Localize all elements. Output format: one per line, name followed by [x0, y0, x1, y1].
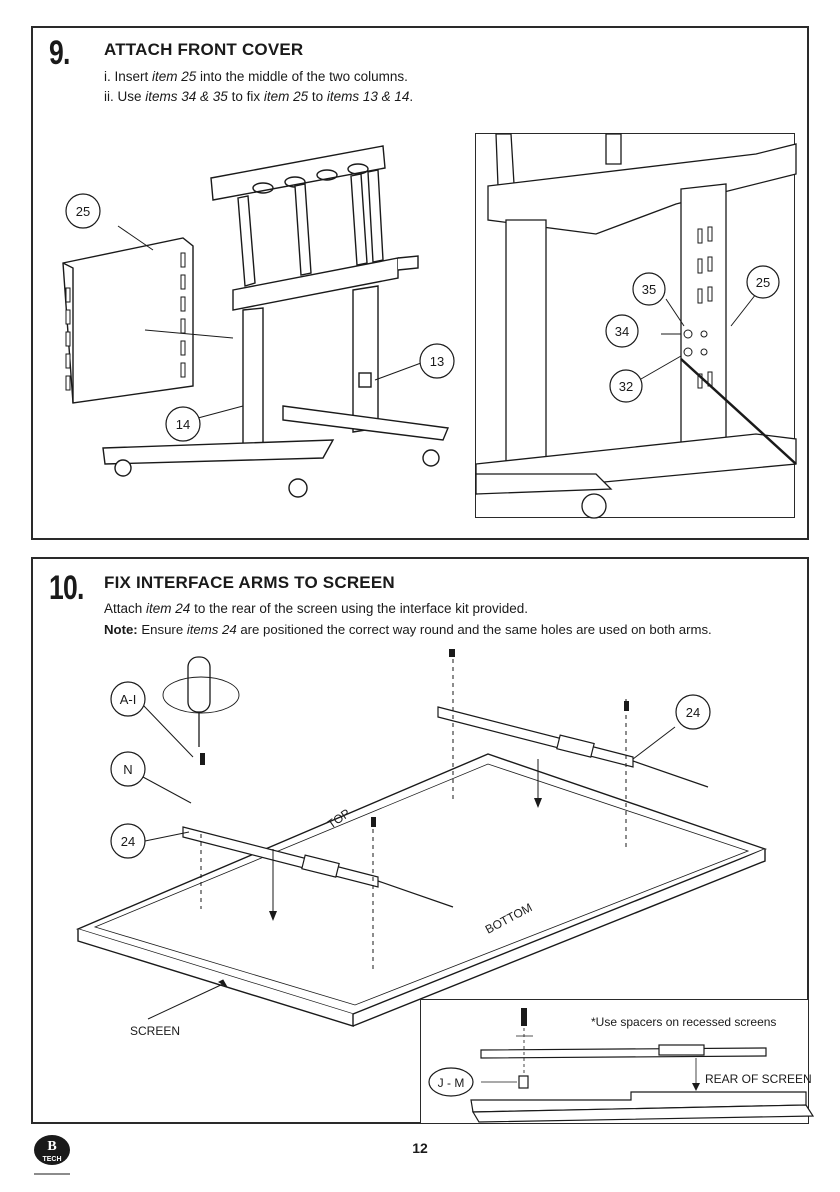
- callout-14: 14: [176, 417, 190, 432]
- spacer-inset: *Use spacers on recessed screens J - M R…: [420, 999, 815, 1124]
- front-cover-panel: [62, 237, 194, 404]
- step-10-panel: 10. FIX INTERFACE ARMS TO SCREEN Attach …: [31, 557, 815, 1124]
- svg-text:B: B: [47, 1139, 56, 1154]
- instruction-line-1: Attach item 24 to the rear of the screen…: [104, 601, 529, 616]
- instruction-line-2: ii. Use items 34 & 35 to fix item 25 to …: [104, 89, 414, 104]
- btech-logo: B TECH: [30, 1130, 74, 1180]
- logo-icon: B TECH: [34, 1135, 70, 1175]
- detail-callout-25: 25: [756, 275, 770, 290]
- interface-arm-right: [437, 706, 709, 788]
- cover-detail: [680, 183, 727, 460]
- screwdriver-icon: [162, 656, 240, 747]
- detail-illustration: 35 34 32 25: [475, 133, 797, 519]
- callout-25: 25: [76, 204, 90, 219]
- cover-slots: [65, 252, 186, 391]
- instruction-line-1: i. Insert item 25 into the middle of the…: [104, 69, 408, 84]
- step-number: 10.: [49, 569, 84, 607]
- callout-24-left: 24: [121, 834, 135, 849]
- column-13: [352, 285, 379, 433]
- callout-a-i: A-I: [120, 692, 137, 707]
- step-number: 9.: [49, 34, 70, 72]
- spacers-note: *Use spacers on recessed screens: [591, 1015, 776, 1029]
- detail-inset: 35 34 32 25: [475, 133, 797, 519]
- stand-illustration: 25 14 13: [62, 145, 455, 498]
- step-9-panel: 9. ATTACH FRONT COVER i. Insert item 25 …: [31, 26, 809, 540]
- svg-text:TECH: TECH: [42, 1156, 61, 1163]
- detail-callout-35: 35: [642, 282, 656, 297]
- detail-callout-32: 32: [619, 379, 633, 394]
- callout-13: 13: [430, 354, 444, 369]
- callout-j-m: J - M: [438, 1076, 465, 1090]
- note-line: Note: Ensure items 24 are positioned the…: [104, 622, 712, 637]
- step-title: FIX INTERFACE ARMS TO SCREEN: [104, 573, 395, 592]
- mounting-plate: [210, 145, 386, 201]
- detail-callout-34: 34: [615, 324, 629, 339]
- screen-illustration: TOP BOTTOM: [75, 649, 768, 1038]
- spacer-illustration: *Use spacers on recessed screens J - M R…: [428, 1008, 815, 1123]
- screen-label: SCREEN: [130, 1024, 180, 1038]
- step-title: ATTACH FRONT COVER: [104, 40, 304, 59]
- rear-of-screen-label: REAR OF SCREEN: [705, 1072, 812, 1086]
- page-number: 12: [412, 1140, 428, 1156]
- callout-24-right: 24: [686, 705, 700, 720]
- column-14: [242, 307, 264, 457]
- screen-panel: [75, 753, 768, 1027]
- callout-n: N: [123, 762, 132, 777]
